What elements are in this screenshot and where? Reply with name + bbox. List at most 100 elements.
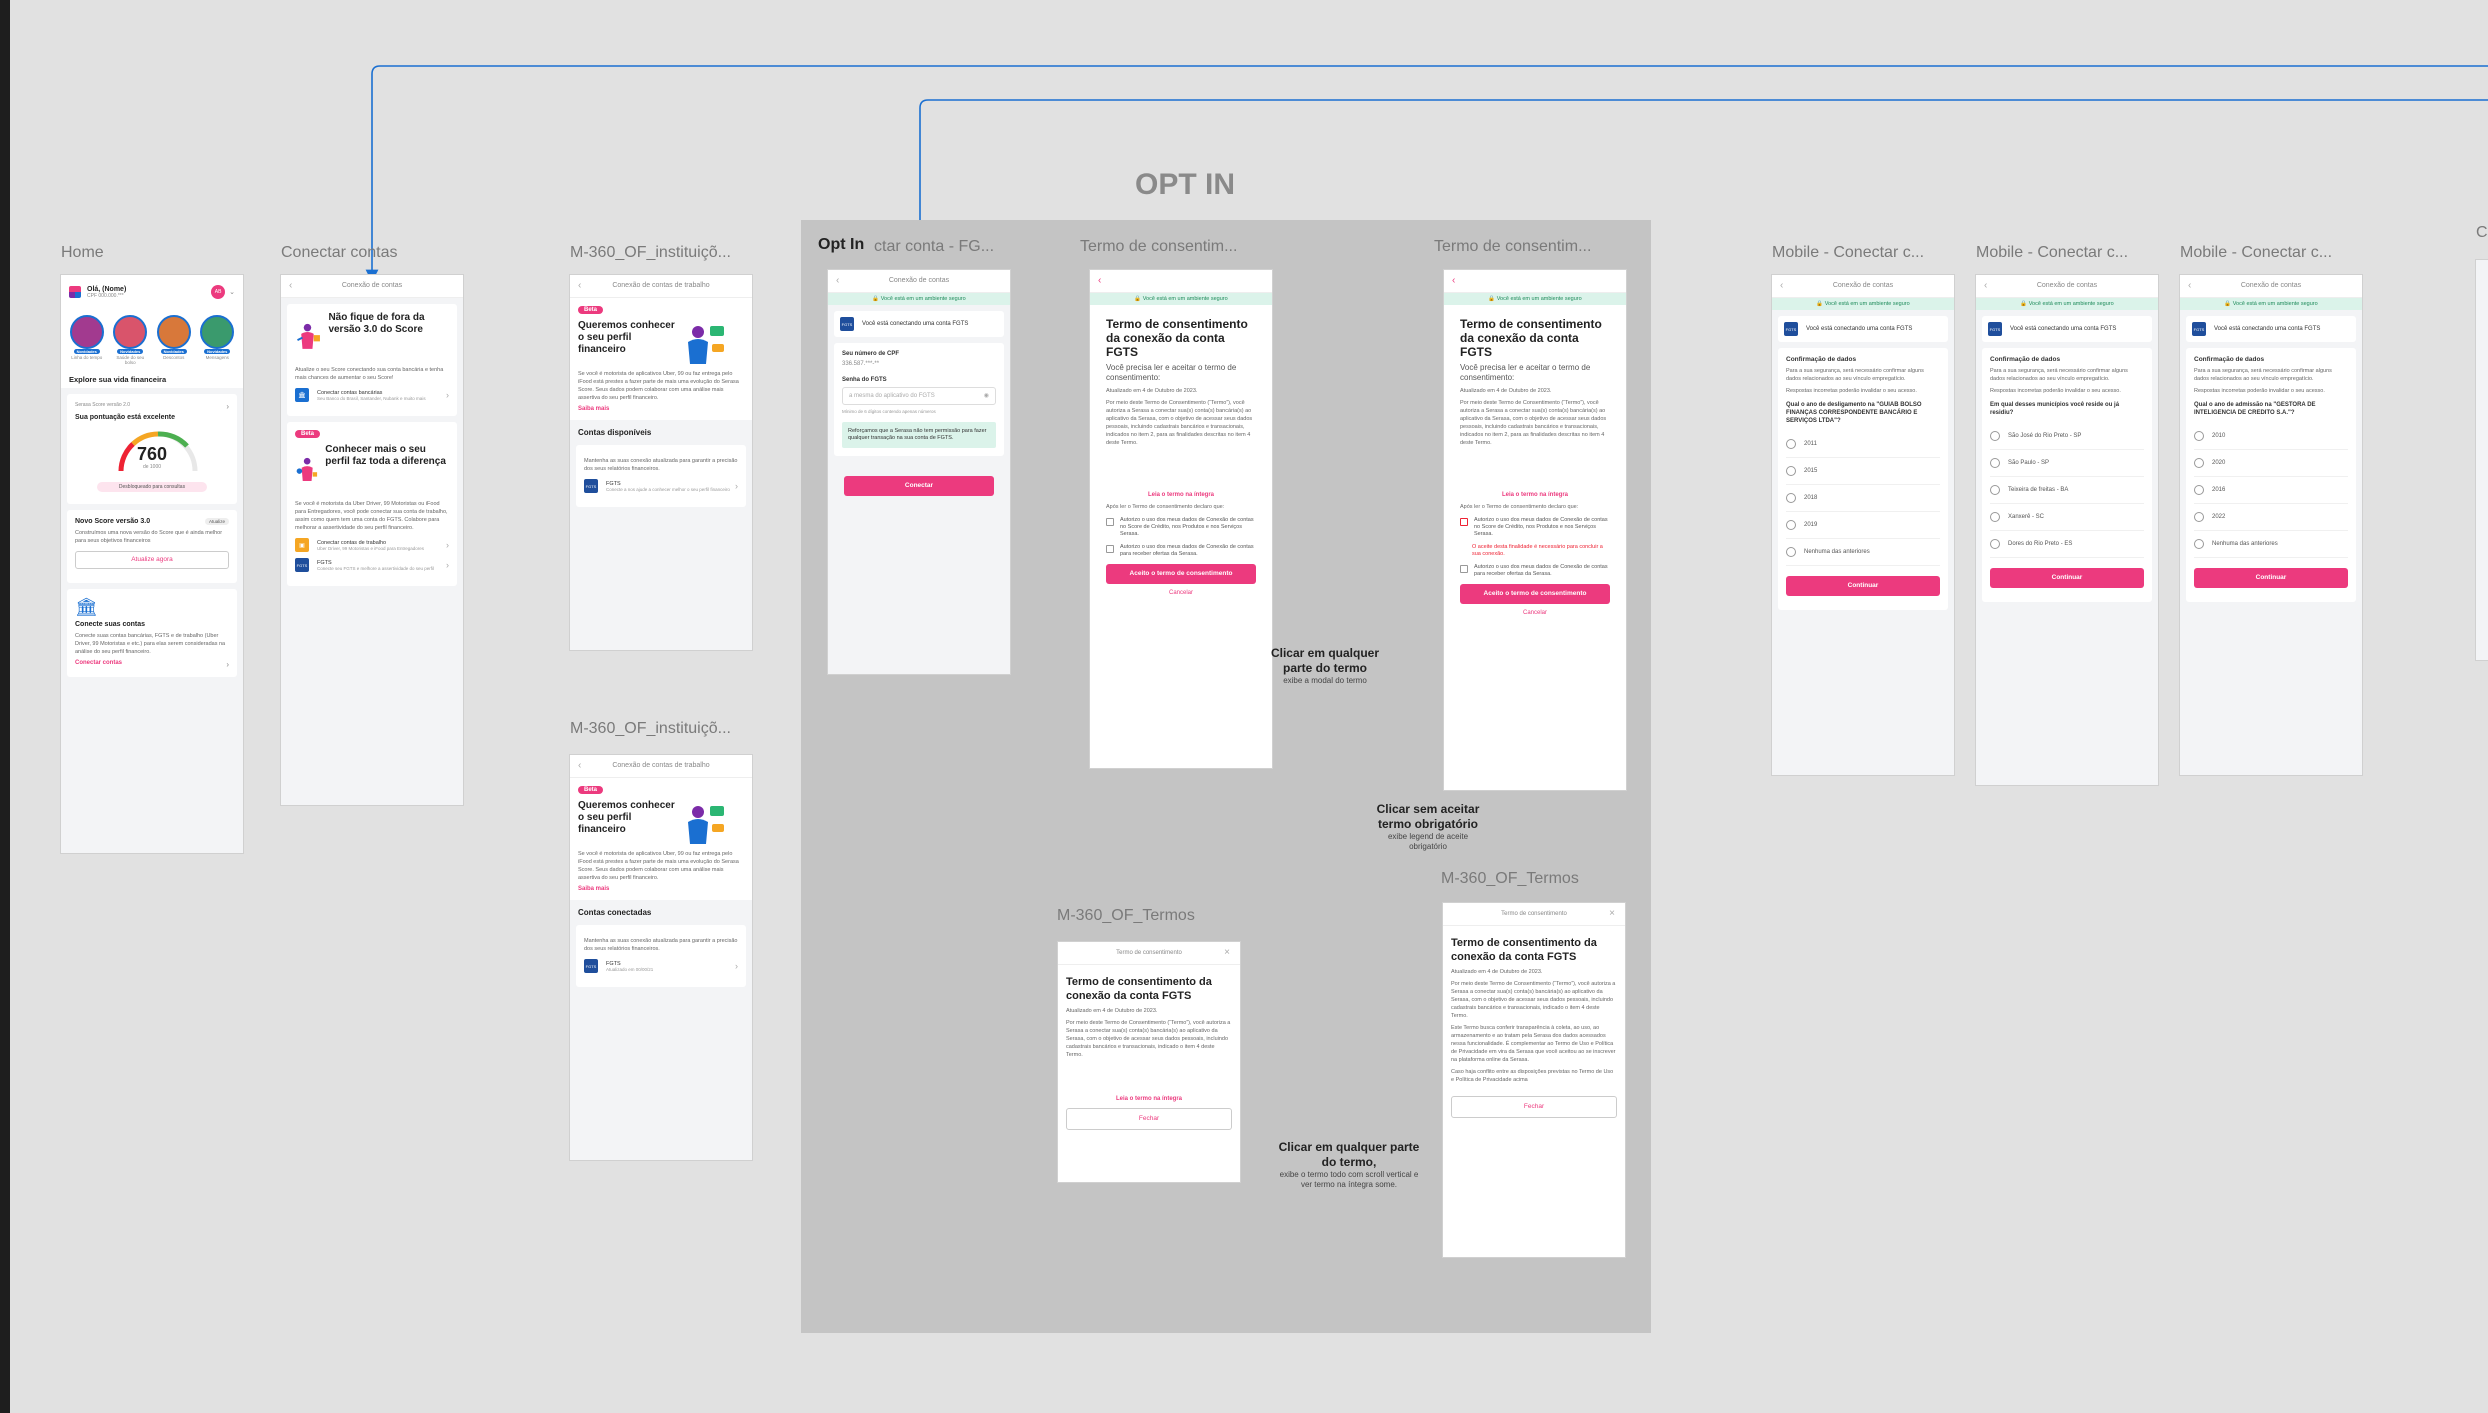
score-card[interactable]: Serasa Score versão 2.0› Sua pontuação e…	[67, 394, 237, 504]
modal-text[interactable]: Por meio deste Termo de Consentimento (“…	[1066, 1020, 1231, 1058]
radio-icon[interactable]	[1990, 512, 2000, 522]
frame-inst-1[interactable]: ‹Conexão de contas de trabalho Beta Quer…	[570, 275, 752, 650]
back-icon[interactable]: ‹	[578, 280, 582, 291]
back-icon[interactable]: ‹	[1780, 280, 1784, 291]
connect-card[interactable]: 🏛 Conecte suas contas Conecte suas conta…	[67, 589, 237, 677]
termo-text[interactable]: Por meio deste Termo de Consentimento (“…	[1460, 400, 1607, 446]
radio-option[interactable]: 2011	[1786, 431, 1940, 458]
back-icon[interactable]: ‹	[289, 280, 293, 291]
label-home[interactable]: Home	[61, 244, 104, 261]
back-icon[interactable]: ‹	[836, 275, 840, 286]
back-icon[interactable]: ‹	[1452, 275, 1456, 286]
label-termo2[interactable]: Termo de consentim...	[1434, 238, 1592, 255]
radio-icon[interactable]	[1786, 466, 1796, 476]
radio-option[interactable]: São José do Rio Preto - SP	[1990, 423, 2144, 450]
radio-icon[interactable]	[2194, 539, 2204, 549]
label-modal1[interactable]: M-360_OF_Termos	[1057, 907, 1195, 924]
frame-termo-2[interactable]: ‹ 🔒 Você está em um ambiente seguro Term…	[1444, 270, 1626, 790]
back-icon[interactable]: ‹	[1098, 275, 1102, 286]
back-icon[interactable]: ‹	[1984, 280, 1988, 291]
radio-option[interactable]: 2010	[2194, 423, 2348, 450]
checkbox-icon[interactable]	[1460, 565, 1468, 573]
radio-option[interactable]: 2015	[1786, 458, 1940, 485]
frame-optin[interactable]: ‹Conexão de contas 🔒 Você está em um amb…	[828, 270, 1010, 674]
avatar[interactable]: AB	[211, 285, 226, 299]
consent-checkbox-1[interactable]: Autorizo o uso dos meus dados de Conexão…	[1106, 517, 1256, 538]
connect-button[interactable]: Conectar	[844, 476, 994, 496]
label-conectar[interactable]: Conectar contas	[281, 244, 398, 261]
label-inst1[interactable]: M-360_OF_instituiçõ...	[570, 244, 731, 261]
consent-checkbox-2[interactable]: Autorizo o uso dos meus dados de Conexão…	[1460, 564, 1610, 578]
consent-checkbox-2[interactable]: Autorizo o uso dos meus dados de Conexão…	[1106, 544, 1256, 558]
radio-icon[interactable]	[1786, 520, 1796, 530]
radio-icon[interactable]	[1990, 539, 2000, 549]
radio-option[interactable]: 2020	[2194, 450, 2348, 477]
radio-icon[interactable]	[2194, 458, 2204, 468]
conectar-card-2[interactable]: Beta Conhecer mais o seu perfil faz toda…	[287, 422, 457, 586]
close-icon[interactable]: ×	[1609, 908, 1615, 919]
frame-termo-1[interactable]: ‹ 🔒 Você está em um ambiente seguro Term…	[1090, 270, 1272, 768]
label-mob1[interactable]: Mobile - Conectar c...	[1772, 244, 1925, 261]
radio-option[interactable]: Dores do Rio Preto - ES	[1990, 531, 2144, 558]
radio-option[interactable]: 2022	[2194, 504, 2348, 531]
read-full-link[interactable]: Leia o termo na íntegra	[1115, 1096, 1182, 1102]
radio-icon[interactable]	[1786, 439, 1796, 449]
close-button[interactable]: Fechar	[1451, 1096, 1617, 1118]
radio-option[interactable]: Teixeira de freitas - BA	[1990, 477, 2144, 504]
frame-mobile-3[interactable]: ‹Conexão de contas 🔒 Você está em um amb…	[2180, 275, 2362, 775]
back-icon[interactable]: ‹	[2188, 280, 2192, 291]
continue-button[interactable]: Continuar	[1786, 576, 1940, 596]
cancel-link[interactable]: Cancelar	[1168, 590, 1193, 596]
radio-icon[interactable]	[2194, 431, 2204, 441]
label-inst2[interactable]: M-360_OF_instituiçõ...	[570, 720, 731, 737]
design-canvas[interactable]: OPT IN Home Conectar contas M-360_OF_ins…	[10, 0, 2488, 1413]
label-mob2[interactable]: Mobile - Conectar c...	[1976, 244, 2129, 261]
checkbox-icon[interactable]	[1460, 518, 1468, 526]
connect-link[interactable]: Conectar contas	[75, 660, 123, 666]
frame-modal-1[interactable]: Termo de consentimento× Termo de consent…	[1058, 942, 1240, 1182]
label-optin-frame[interactable]: ctar conta - FG...	[874, 238, 995, 255]
accept-button[interactable]: Aceito o termo de consentimento	[1106, 564, 1256, 584]
radio-option[interactable]: Nenhuma das anteriores	[1786, 539, 1940, 566]
back-icon[interactable]: ‹	[578, 760, 582, 771]
read-full-link[interactable]: Leia o termo na íntegra	[1147, 492, 1214, 498]
frame-home[interactable]: Olá, (Nome) CPF 000.000.*** AB ⌄ Novidad…	[61, 275, 243, 853]
radio-icon[interactable]	[1990, 431, 2000, 441]
label-termo1[interactable]: Termo de consentim...	[1080, 238, 1238, 255]
radio-icon[interactable]	[2194, 512, 2204, 522]
radio-option[interactable]: 2016	[2194, 477, 2348, 504]
more-link[interactable]: Saiba mais	[578, 406, 610, 412]
chevron-right-icon[interactable]: ›	[226, 402, 229, 411]
radio-option[interactable]: 2018	[1786, 485, 1940, 512]
conectar-card-1[interactable]: Não fique de fora da versão 3.0 do Score…	[287, 304, 457, 416]
label-modal2[interactable]: M-360_OF_Termos	[1441, 870, 1579, 887]
label-optin[interactable]: Opt In	[818, 236, 865, 253]
radio-option[interactable]: Nenhuma das anteriores	[2194, 531, 2348, 558]
frame-inst-2[interactable]: ‹Conexão de contas de trabalho Beta Quer…	[570, 755, 752, 1160]
read-full-link[interactable]: Leia o termo na íntegra	[1501, 492, 1568, 498]
eye-icon[interactable]: ◉	[983, 393, 989, 399]
checkbox-icon[interactable]	[1106, 545, 1114, 553]
frame-cut[interactable]	[2476, 260, 2488, 660]
consent-checkbox-1[interactable]: Autorizo o uso dos meus dados de Conexão…	[1460, 517, 1610, 538]
close-button[interactable]: Fechar	[1066, 1108, 1232, 1130]
radio-option[interactable]: São Paulo - SP	[1990, 450, 2144, 477]
close-icon[interactable]: ×	[1224, 947, 1230, 958]
radio-icon[interactable]	[1786, 547, 1796, 557]
accept-button[interactable]: Aceito o termo de consentimento	[1460, 584, 1610, 604]
frame-conectar[interactable]: ‹Conexão de contas Não fique de fora da …	[281, 275, 463, 805]
label-mob3[interactable]: Mobile - Conectar c...	[2180, 244, 2333, 261]
label-cut[interactable]: C	[2476, 224, 2488, 241]
more-link[interactable]: Saiba mais	[578, 886, 610, 892]
frame-modal-2[interactable]: Termo de consentimento× Termo de consent…	[1443, 903, 1625, 1257]
